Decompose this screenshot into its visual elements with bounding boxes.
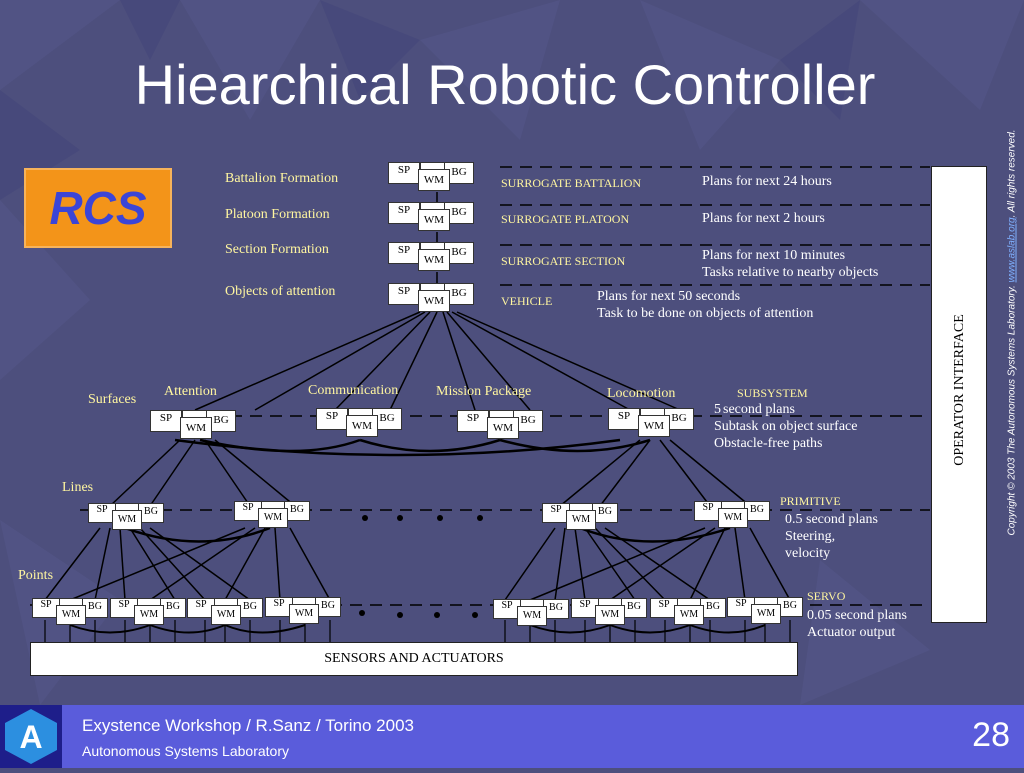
module-label-attention: Attention: [164, 384, 217, 399]
workshop-text: Exystence Workshop / R.Sanz / Torino 200…: [82, 716, 414, 735]
page-number: 28: [972, 716, 1010, 754]
rcs-logo: RCS: [24, 168, 172, 248]
vehicle-level-name: VEHICLE: [501, 294, 553, 308]
vehicle-plan-2: Task to be done on objects of attention: [597, 306, 814, 321]
aslab-logo: A: [0, 705, 62, 768]
servo-plan-2: Actuator output: [807, 625, 896, 640]
subsystem-plan-num: 5: [714, 402, 721, 417]
servo-plan-1: 0.05 second plans: [807, 608, 907, 623]
logo-letter: A: [19, 719, 42, 755]
module-label-communication: Communication: [308, 383, 399, 398]
subsystem-plan-2: Subtask on object surface: [714, 419, 858, 434]
slide-title: Hiearchical Robotic Controller: [134, 53, 876, 116]
subsystem-level-name: SUBSYSTEM: [737, 386, 808, 400]
battalion-level-name: SURROGATE BATTALION: [501, 176, 642, 190]
aslab-logo-icon: A: [5, 709, 57, 764]
servo-level-name: SERVO: [807, 589, 846, 603]
lab-name: Autonomous Systems Laboratory: [82, 743, 289, 759]
module-label-locomotion: Locomotion: [607, 386, 676, 401]
copyright-link[interactable]: www.aslab.org: [1006, 217, 1018, 283]
section-left-label: Section Formation: [225, 242, 329, 257]
platoon-plan: Plans for next 2 hours: [702, 211, 825, 226]
background-pattern: [0, 0, 1024, 705]
primitive-plan-2: Steering,: [785, 529, 836, 544]
vehicle-plan-1: Plans for next 50 seconds: [597, 289, 741, 304]
section-plan-2: Tasks relative to nearby objects: [702, 265, 879, 280]
section-level-name: SURROGATE SECTION: [501, 254, 626, 268]
primitive-plan-1: 0.5 second plans: [785, 512, 878, 527]
subsystem-plan-1: second plans: [723, 402, 795, 417]
platoon-left-label: Platoon Formation: [225, 207, 330, 222]
module-label-mission-package: Mission Package: [436, 384, 532, 399]
copyright-text: Copyright © 2003 The Autonomous Systems …: [1006, 285, 1018, 536]
primitive-level-name: PRIMITIVE: [780, 494, 841, 508]
sensors-actuators-box: SENSORS AND ACTUATORS: [30, 642, 798, 676]
operator-interface-panel: OPERATOR INTERFACE: [931, 166, 987, 623]
primitive-plan-3: velocity: [785, 546, 831, 561]
copyright-notice: Copyright © 2003 The Autonomous Systems …: [1006, 129, 1018, 536]
section-plan-1: Plans for next 10 minutes: [702, 248, 846, 263]
platoon-level-name: SURROGATE PLATOON: [501, 212, 630, 226]
servo-left-label: Points: [18, 568, 54, 583]
subsystem-plan-3: Obstacle-free paths: [714, 436, 823, 451]
vehicle-left-label: Objects of attention: [225, 284, 336, 299]
operator-interface-label: OPERATOR INTERFACE: [952, 314, 967, 466]
battalion-left-label: Battalion Formation: [225, 171, 339, 186]
copyright-suffix: . All rights reserved.: [1006, 129, 1018, 218]
footer-bar: [0, 705, 1024, 768]
battalion-plan: Plans for next 24 hours: [702, 174, 832, 189]
subsystem-left-label: Surfaces: [88, 392, 137, 407]
primitive-left-label: Lines: [62, 480, 94, 495]
